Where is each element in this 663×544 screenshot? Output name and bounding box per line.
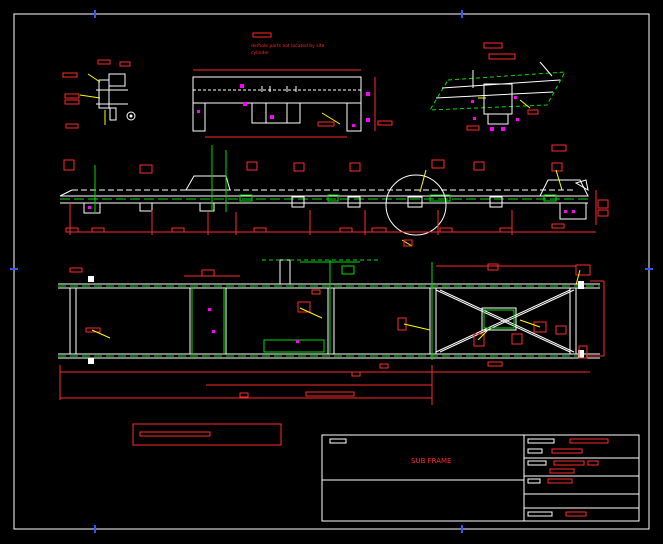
general-note-line-1: derhole parts not located by site [251,43,325,49]
drawing-title: SUB FRAME [411,457,451,465]
side-elevation-view[interactable] [59,144,609,247]
u-channel-section-view[interactable]: derhole parts not located by site cylind… [192,32,393,138]
border-center-marks [10,10,653,533]
general-note-line-2: cylinder [251,50,269,56]
note-tag [252,32,272,38]
skewed-plate-detail-view[interactable] [429,42,566,131]
sheet-border [13,13,650,530]
notes-box[interactable] [132,423,282,446]
clamp-detail-view[interactable] [62,59,136,129]
plan-view[interactable] [58,259,605,405]
title-block[interactable]: SUB FRAME [321,434,640,522]
